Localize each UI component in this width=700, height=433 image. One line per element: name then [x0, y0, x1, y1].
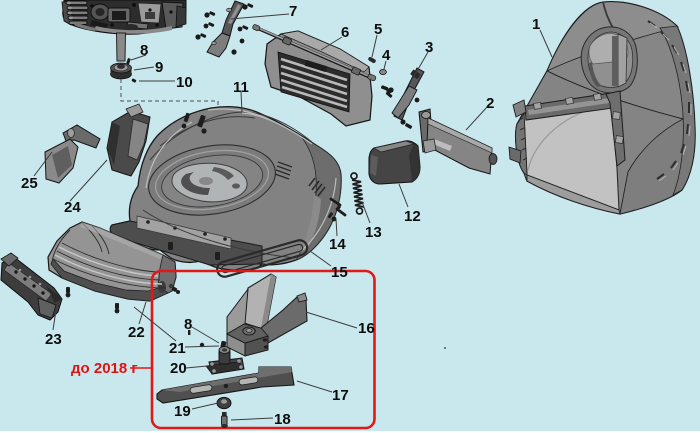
- svg-text:17: 17: [332, 387, 349, 404]
- svg-text:9: 9: [155, 59, 163, 76]
- svg-text:8: 8: [184, 316, 192, 333]
- svg-text:24: 24: [64, 199, 81, 216]
- svg-text:1: 1: [532, 16, 540, 33]
- svg-text:3: 3: [425, 39, 433, 56]
- svg-text:19: 19: [174, 403, 191, 420]
- svg-text:18: 18: [274, 411, 291, 428]
- svg-text:8: 8: [140, 42, 148, 59]
- svg-text:21: 21: [169, 340, 186, 357]
- svg-text:15: 15: [331, 264, 348, 281]
- svg-text:12: 12: [404, 208, 421, 225]
- svg-text:16: 16: [358, 320, 375, 337]
- svg-text:11: 11: [233, 79, 249, 96]
- svg-text:14: 14: [329, 236, 346, 253]
- svg-text:20: 20: [170, 360, 187, 377]
- svg-text:2: 2: [486, 95, 494, 112]
- svg-text:23: 23: [45, 331, 62, 348]
- svg-text:10: 10: [176, 74, 193, 91]
- svg-text:5: 5: [374, 21, 382, 38]
- svg-text:7: 7: [289, 3, 297, 20]
- svg-text:13: 13: [365, 224, 382, 241]
- svg-text:25: 25: [21, 175, 38, 192]
- svg-text:до 2018 г: до 2018 г: [71, 360, 138, 377]
- svg-text:22: 22: [128, 324, 145, 341]
- svg-text:4: 4: [382, 47, 391, 64]
- svg-text:6: 6: [341, 24, 349, 41]
